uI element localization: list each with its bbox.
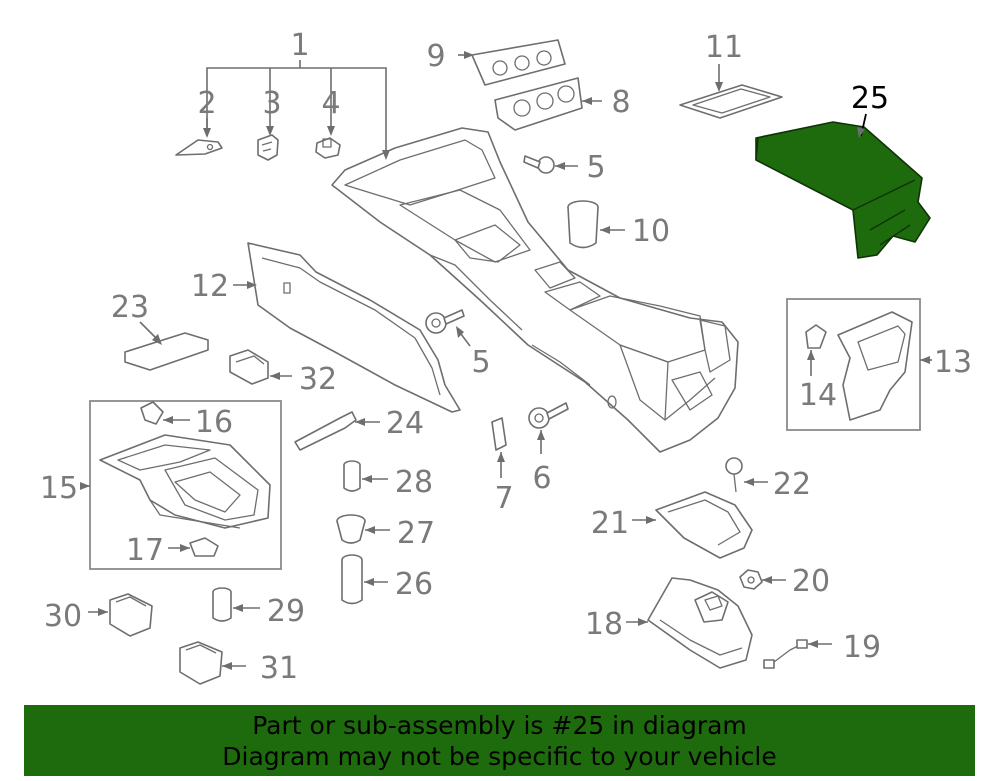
leader-arrowheads: [80, 51, 930, 670]
part-9-control-bezel: [458, 39, 566, 86]
callout-label: 23: [111, 290, 149, 325]
callout-labels: 1 2 3 4 5 5 6 7 8 9 10 11 12 13 14 15 16…: [40, 28, 972, 686]
callout-label: 7: [494, 481, 513, 516]
callout-label: 17: [126, 533, 164, 568]
callout-1-bracket: [206, 60, 387, 152]
callout-label: 19: [843, 630, 881, 665]
part-30-switch: [88, 593, 153, 637]
callout-label: 32: [299, 362, 337, 397]
callout-label: 5: [471, 345, 490, 380]
banner-line-2: Diagram may not be specific to your vehi…: [222, 741, 777, 771]
callout-15-box: [82, 400, 282, 570]
callout-label: 6: [532, 461, 551, 496]
part-22-screw: [725, 457, 768, 493]
part-27-socket-trim: [336, 514, 390, 544]
callout-label: 2: [197, 86, 216, 121]
callout-label: 18: [585, 607, 623, 642]
callout-label: 10: [632, 214, 670, 249]
part-8-control-unit: [494, 77, 602, 131]
callout-label: 9: [426, 39, 445, 74]
info-banner: Part or sub-assembly is #25 in diagram D…: [24, 705, 975, 776]
part-3-clip: [257, 134, 279, 161]
part-28-socket: [343, 460, 388, 492]
part-2-clip-plate: [175, 118, 223, 156]
part-7-clip: [491, 417, 507, 478]
part-5-screw-upper: [523, 155, 578, 174]
part-26-socket-housing: [341, 554, 388, 605]
part-5-screw-lower: [425, 309, 471, 347]
part-19-harness: [763, 639, 832, 669]
part-24-trim-strip: [294, 411, 380, 451]
part-31-switch: [179, 641, 246, 685]
part-6-screw: [528, 402, 569, 454]
part-25-armrest-lid[interactable]: [755, 113, 931, 259]
banner-line-1: Part or sub-assembly is #25 in diagram: [252, 710, 747, 740]
callout-label: 14: [799, 378, 837, 413]
callout-label: 1: [290, 28, 309, 63]
part-11-mat: [679, 64, 783, 119]
parts-diagram: 1 2 3 4 5 5 6 7 8 9 10 11 12 13 14 15 16…: [40, 28, 972, 686]
part-32-switch: [229, 349, 292, 385]
callout-label: 3: [262, 86, 281, 121]
part-18-shifter-base: [626, 577, 753, 669]
callout-label: 26: [395, 567, 433, 602]
part-20-nut: [739, 569, 786, 590]
callout-label: 28: [395, 465, 433, 500]
callout-label: 8: [611, 85, 630, 120]
callout-label: 12: [191, 269, 229, 304]
part-21-bracket: [632, 491, 753, 559]
callout-label: 27: [397, 516, 435, 551]
callout-label: 30: [44, 599, 82, 634]
callout-label: 20: [792, 564, 830, 599]
callout-label: 24: [386, 406, 424, 441]
part-1-console-body: [331, 127, 739, 453]
callout-label: 31: [260, 651, 298, 686]
callout-label: 16: [195, 405, 233, 440]
callout-label: 4: [321, 86, 340, 121]
callout-label: 29: [267, 594, 305, 629]
callout-label: 11: [705, 30, 743, 65]
part-4-nut: [315, 137, 341, 159]
part-12-side-panel: [233, 242, 461, 413]
callout-label: 13: [934, 345, 972, 380]
callout-label: 15: [40, 471, 78, 506]
callout-label: 5: [586, 150, 605, 185]
part-10-cup-insert: [567, 200, 625, 249]
part-29-connector: [212, 587, 260, 622]
callout-label: 22: [773, 467, 811, 502]
part-23-pad: [124, 321, 209, 371]
callout-label: 21: [591, 506, 629, 541]
callout-13-box: [786, 298, 932, 431]
callout-label-highlighted: 25: [851, 81, 889, 116]
